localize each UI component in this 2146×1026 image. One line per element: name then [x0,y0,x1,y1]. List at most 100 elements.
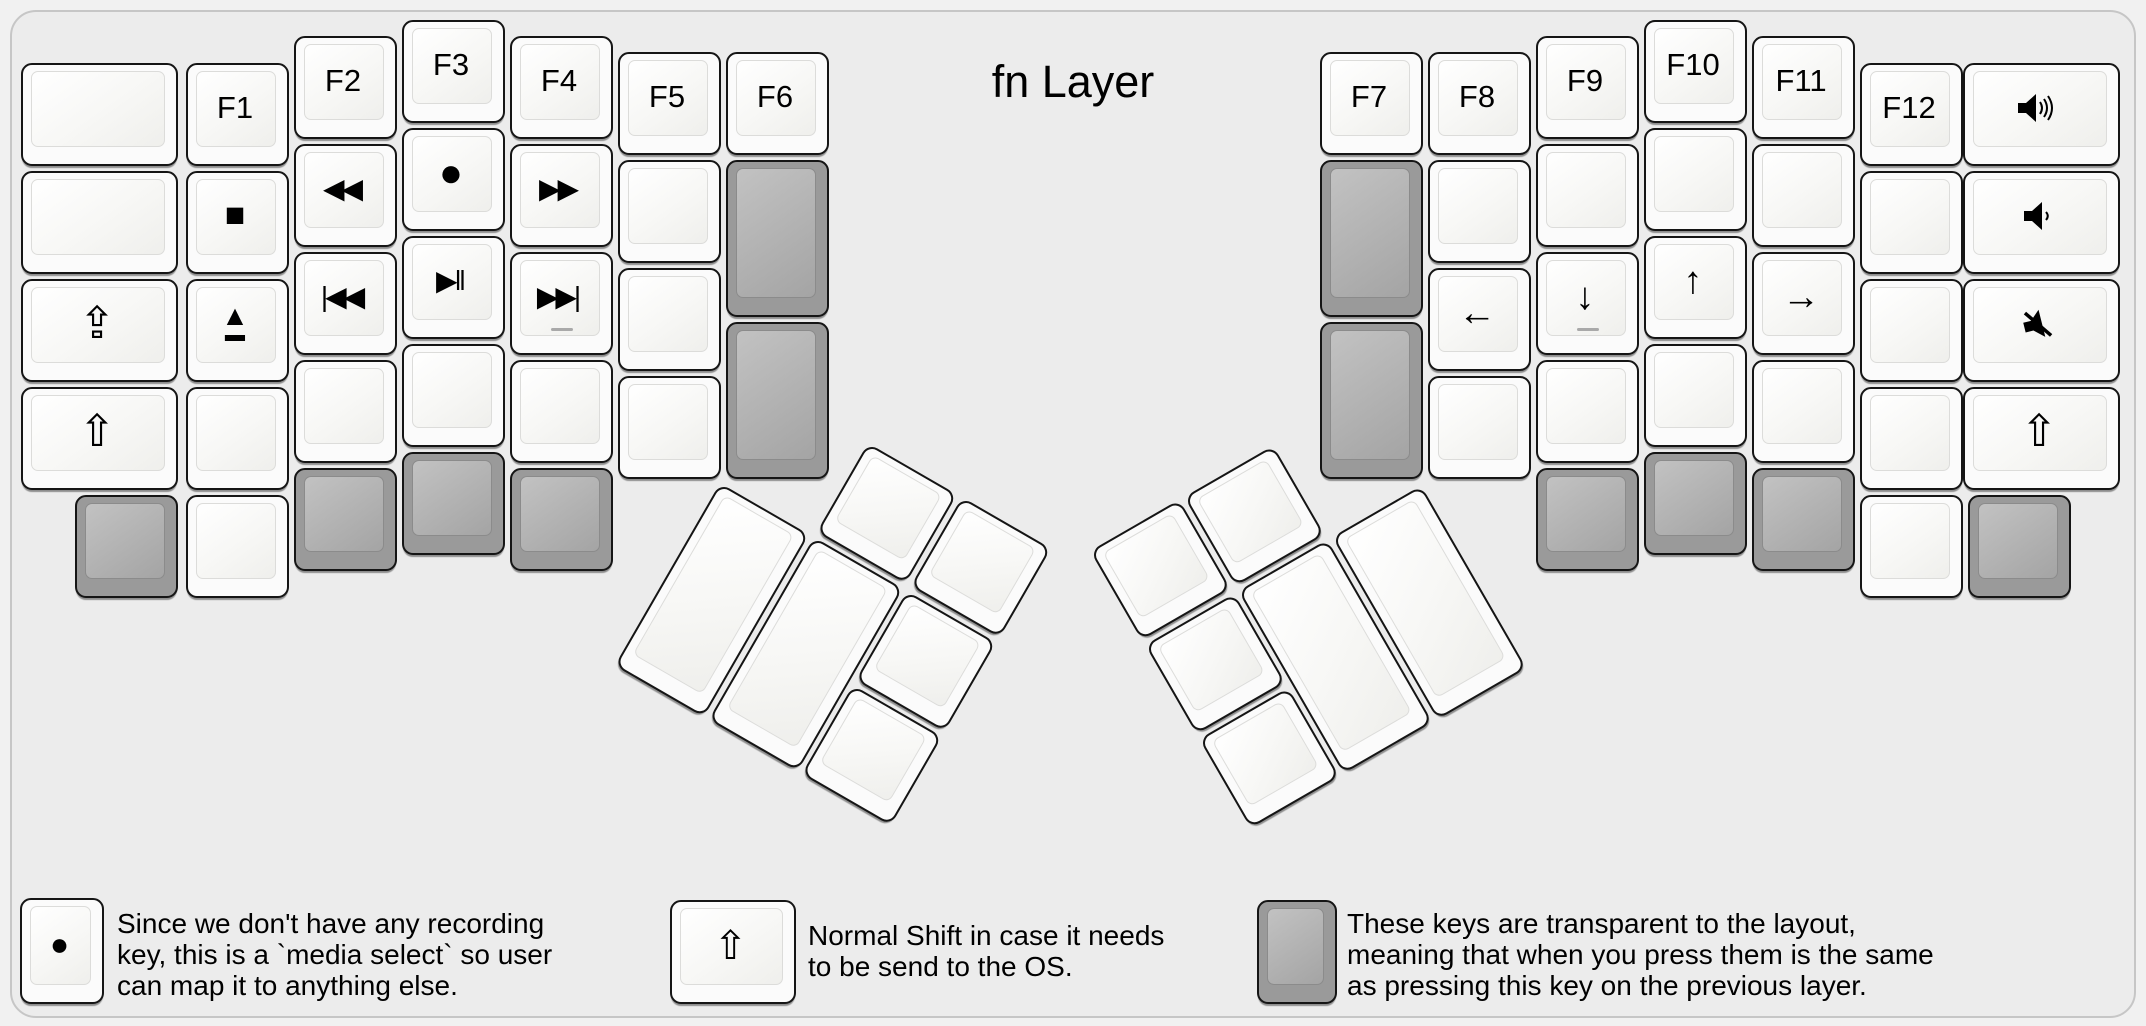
key-f7[interactable]: F7 [1320,52,1423,155]
keycap-face [31,71,165,147]
key-blank[interactable] [1644,128,1747,231]
key-arrow-right[interactable]: → [1752,252,1855,355]
key-blank[interactable] [186,387,289,490]
keycap-face [304,152,384,228]
keycap-face [520,152,600,228]
key-blank[interactable] [1860,279,1963,382]
keycap-face [412,352,492,428]
key-f12[interactable]: F12 [1860,63,1963,166]
keycap-face [1870,179,1950,255]
key-play-pause[interactable]: ▶‖ [402,236,505,339]
legend-shift-key-icon: ⇧ [670,900,796,1004]
key-blank[interactable] [1752,144,1855,247]
key-f5[interactable]: F5 [618,52,721,155]
key-blank[interactable] [21,171,178,274]
key-blank[interactable] [21,63,178,166]
key-blank[interactable] [402,344,505,447]
legend-transparent-key-icon [1257,900,1337,1004]
key-blank[interactable] [1752,360,1855,463]
key-transparent[interactable] [1752,468,1855,571]
key-rewind[interactable]: ◀◀ [294,144,397,247]
key-transparent[interactable] [510,468,613,571]
key-transparent[interactable] [402,452,505,555]
key-transparent[interactable] [726,160,829,317]
key-caps-lock[interactable]: ⇪ [21,279,178,382]
keycap-face [736,330,816,460]
key-f6-label: F6 [756,78,794,114]
keycap-face [1762,260,1842,336]
key-transparent[interactable] [1968,495,2071,598]
key-blank[interactable] [1536,144,1639,247]
key-transparent[interactable] [1644,452,1747,555]
key-record[interactable]: ● [402,128,505,231]
key-f10-label: F10 [1666,46,1720,82]
key-transparent[interactable] [75,495,178,598]
keycap-face [1654,136,1734,212]
key-prev-track-label: |◀◀ [320,280,365,312]
key-fast-forward[interactable]: ▶▶ [510,144,613,247]
layer-title: fn Layer [991,56,1155,107]
key-prev-track[interactable]: |◀◀ [294,252,397,355]
keycap-face [196,287,276,363]
legend-record-glyph: ● [49,925,70,962]
keycap-face [520,44,600,120]
keycap-face [628,276,708,352]
keycap-face [680,908,783,985]
keycap-face [520,476,600,552]
key-next-track[interactable]: ▶▶| [510,252,613,355]
key-blank[interactable] [1860,387,1963,490]
keycap-face [1762,152,1842,228]
keycap-face [304,368,384,444]
keycap-face [736,168,816,298]
key-f8[interactable]: F8 [1428,52,1531,155]
legend-shift-glyph: ⇧ [713,923,748,968]
key-blank[interactable] [1644,344,1747,447]
key-f3[interactable]: F3 [402,20,505,123]
keycap-face [196,179,276,255]
key-f4[interactable]: F4 [510,36,613,139]
key-f1[interactable]: F1 [186,63,289,166]
key-eject[interactable]: ▲▬ [186,279,289,382]
key-shift[interactable]: ⇧ [1963,387,2120,490]
key-volume-down[interactable] [1963,171,2120,274]
key-volume-up[interactable] [1963,63,2120,166]
key-shift[interactable]: ⇧ [21,387,178,490]
key-f2-label: F2 [324,62,362,98]
key-transparent[interactable] [1320,322,1423,479]
keycap-face [1546,152,1626,228]
keycap-face [412,28,492,104]
key-mute[interactable] [1963,279,2120,382]
key-stop[interactable]: ■ [186,171,289,274]
keycap-face [304,476,384,552]
key-arrow-down[interactable]: ↓ [1536,252,1639,355]
key-transparent[interactable] [1320,160,1423,317]
key-transparent[interactable] [726,322,829,479]
key-arrow-up[interactable]: ↑ [1644,236,1747,339]
key-blank[interactable] [294,360,397,463]
keycap-face [1870,287,1950,363]
key-shift-label: ⇧ [78,407,116,457]
key-blank[interactable] [510,360,613,463]
key-arrow-left[interactable]: ← [1428,268,1531,371]
key-blank[interactable] [1536,360,1639,463]
key-blank[interactable] [618,376,721,479]
key-blank[interactable] [1428,376,1531,479]
legend-record-key-icon: ● [20,898,104,1004]
keycap-face [31,287,165,363]
keycap-face [628,60,708,136]
key-blank[interactable] [618,160,721,263]
key-f11[interactable]: F11 [1752,36,1855,139]
key-blank[interactable] [1860,495,1963,598]
key-transparent[interactable] [1536,468,1639,571]
key-f9[interactable]: F9 [1536,36,1639,139]
key-f6[interactable]: F6 [726,52,829,155]
key-f10[interactable]: F10 [1644,20,1747,123]
key-transparent[interactable] [294,468,397,571]
key-arrow-left-label: ← [1458,291,1496,334]
keycap-face [412,136,492,212]
key-blank[interactable] [1860,171,1963,274]
key-blank[interactable] [618,268,721,371]
key-blank[interactable] [1428,160,1531,263]
key-blank[interactable] [186,495,289,598]
key-f2[interactable]: F2 [294,36,397,139]
